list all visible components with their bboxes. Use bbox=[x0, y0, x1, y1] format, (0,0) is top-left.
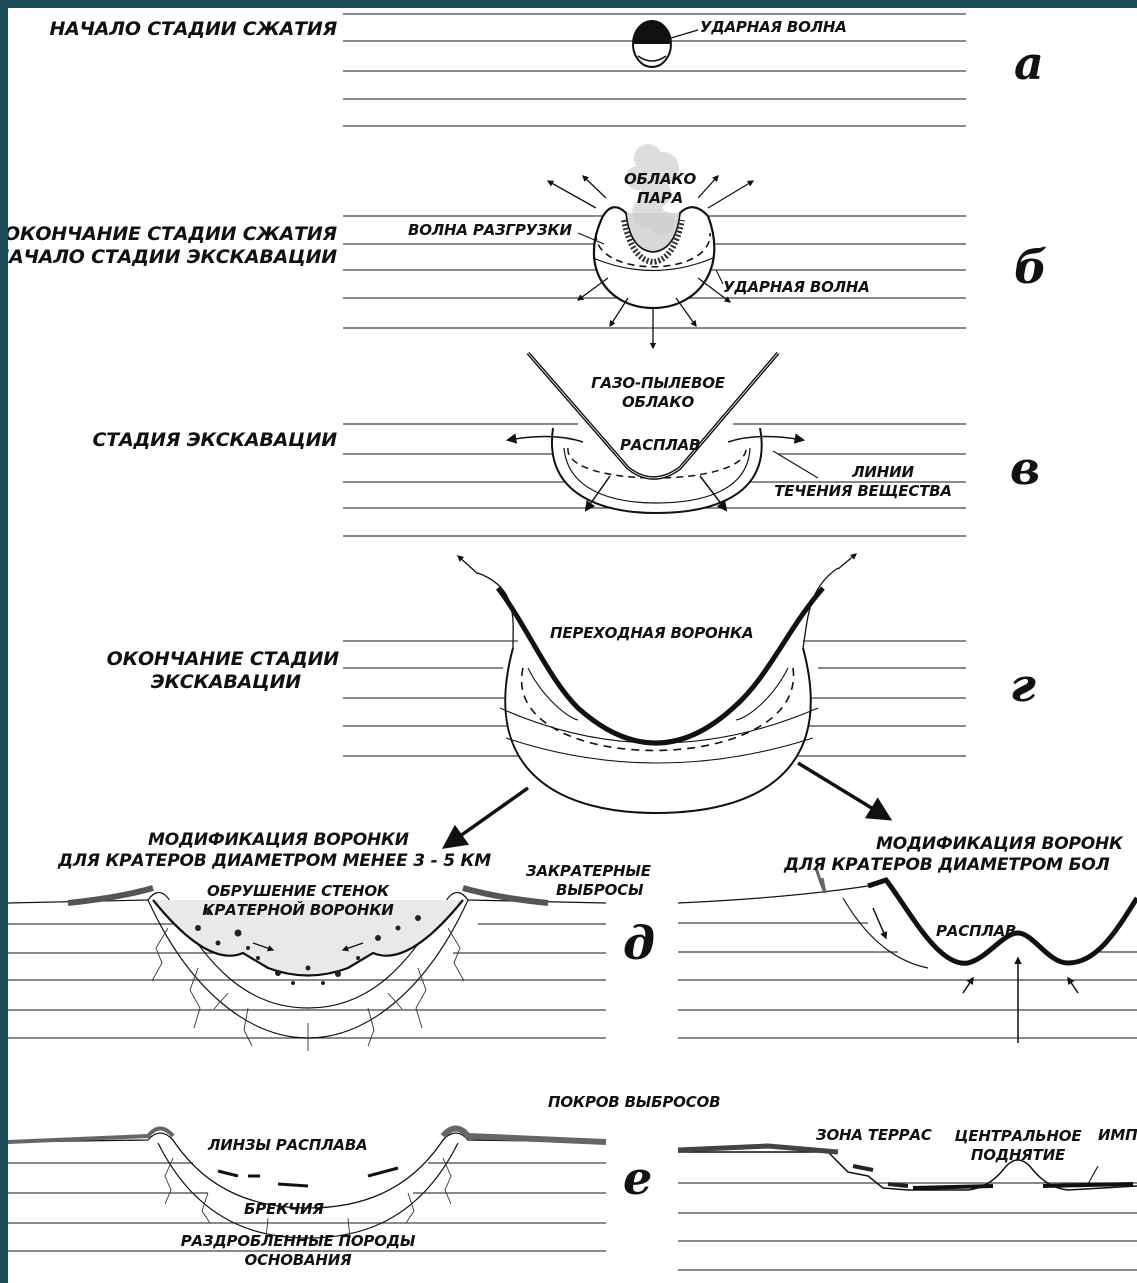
diagram-sheet: НАЧАЛО СТАДИИ СЖАТИЯ УДАРНАЯ ВОЛНА а ОКО… bbox=[8, 8, 1137, 1283]
stage-a-shock-leader bbox=[671, 30, 698, 38]
stage-g-title-line2: ЭКСКАВАЦИИ bbox=[107, 671, 339, 694]
stage-d-mod-large-label: МОДИФИКАЦИЯ ВОРОНК ДЛЯ КРАТЕРОВ ДИАМЕТРО… bbox=[784, 834, 1123, 876]
stage-b-shock-leader bbox=[716, 270, 723, 284]
stage-v-flow-lines-label: ЛИНИИ ТЕЧЕНИЯ ВЕЩЕСТВА bbox=[768, 463, 958, 501]
stage-d-mod-small-label: МОДИФИКАЦИЯ ВОРОНКИ ДЛЯ КРАТЕРОВ ДИАМЕТР… bbox=[58, 830, 518, 872]
stage-e-basement-label: РАЗДРОБЛЕННЫЕ ПОРОДЫ ОСНОВАНИЯ bbox=[168, 1232, 428, 1270]
stage-d-letter: д bbox=[623, 916, 655, 970]
stage-g-arrows bbox=[458, 554, 856, 574]
stage-d-mod-small-line1: МОДИФИКАЦИЯ ВОРОНКИ bbox=[58, 830, 518, 851]
stage-a-shock-wave-label: УДАРНАЯ ВОЛНА bbox=[700, 18, 847, 37]
stage-e-terrace-zone-label: ЗОНА ТЕРРАС bbox=[816, 1126, 932, 1145]
stage-d-ejecta-line1: ЗАКРАТЕРНЫЕ bbox=[526, 862, 651, 881]
stage-b-letter: б bbox=[1014, 240, 1047, 294]
stage-d-melt-label: РАСПЛАВ bbox=[936, 922, 1016, 941]
crater-formation-diagram bbox=[8, 8, 1137, 1283]
stage-g-transient-crater-label: ПЕРЕХОДНАЯ ВОРОНКА bbox=[550, 624, 753, 643]
stage-b-vapor-cloud-line1: ОБЛАКО bbox=[620, 170, 700, 189]
stage-b-vapor-cloud-label: ОБЛАКО ПАРА bbox=[620, 170, 700, 208]
stage-v-flow-lines-line1: ЛИНИИ bbox=[768, 463, 958, 482]
stage-a-letter: а bbox=[1014, 36, 1044, 90]
stage-e-basement-line2: ОСНОВАНИЯ bbox=[168, 1251, 428, 1270]
stage-e-letter: е bbox=[623, 1151, 652, 1205]
stage-e-central-uplift-line1: ЦЕНТРАЛЬНОЕ bbox=[948, 1127, 1088, 1146]
stage-e-left-melt-lenses bbox=[218, 1168, 398, 1186]
stage-e-central-uplift-line2: ПОДНЯТИЕ bbox=[948, 1146, 1088, 1165]
stage-d-right-strata bbox=[678, 923, 1137, 1038]
stage-d-mod-large-line2: ДЛЯ КРАТЕРОВ ДИАМЕТРОМ БОЛ bbox=[784, 855, 1123, 876]
stage-d-right-crater bbox=[678, 868, 1137, 968]
stage-v-flow-lines-line2: ТЕЧЕНИЯ ВЕЩЕСТВА bbox=[768, 482, 958, 501]
stage-v-dust-cloud-label: ГАЗО-ПЫЛЕВОЕ ОБЛАКО bbox=[578, 374, 738, 412]
stage-b-title-line2: НАЧАЛО СТАДИИ ЭКСКАВАЦИИ bbox=[8, 246, 337, 269]
stage-g-crater bbox=[478, 568, 838, 813]
stage-a-projectile bbox=[633, 21, 671, 67]
stage-e-basement-line1: РАЗДРОБЛЕННЫЕ ПОРОДЫ bbox=[168, 1232, 428, 1251]
stage-e-impact-partial-label: ИМП bbox=[1098, 1126, 1137, 1145]
stage-b-vapor-cloud-line2: ПАРА bbox=[620, 189, 700, 208]
stage-b-title-line1: ОКОНЧАНИЕ СТАДИИ СЖАТИЯ bbox=[8, 223, 337, 246]
stage-b-title: ОКОНЧАНИЕ СТАДИИ СЖАТИЯ НАЧАЛО СТАДИИ ЭК… bbox=[8, 223, 337, 269]
stage-d-ejecta-label: ЗАКРАТЕРНЫЕ ВЫБРОСЫ bbox=[526, 862, 651, 900]
stage-b-rarefaction-wave-label: ВОЛНА РАЗГРУЗКИ bbox=[408, 221, 572, 240]
stage-e-breccia-label: БРЕКЧИЯ bbox=[244, 1200, 324, 1219]
stage-d-ejecta-line2: ВЫБРОСЫ bbox=[526, 881, 651, 900]
stage-g-letter: г bbox=[1010, 658, 1036, 712]
stage-v-title: СТАДИЯ ЭКСКАВАЦИИ bbox=[92, 429, 337, 452]
stage-g-title-line1: ОКОНЧАНИЕ СТАДИИ bbox=[107, 648, 339, 671]
stage-b-shock-wave-label: УДАРНАЯ ВОЛНА bbox=[723, 278, 870, 297]
stage-d-mod-small-line2: ДЛЯ КРАТЕРОВ ДИАМЕТРОМ МЕНЕЕ 3 - 5 КМ bbox=[58, 851, 518, 872]
stage-v-dust-cloud-line1: ГАЗО-ПЫЛЕВОЕ bbox=[578, 374, 738, 393]
stage-v-dust-cloud-line2: ОБЛАКО bbox=[578, 393, 738, 412]
stage-g-title: ОКОНЧАНИЕ СТАДИИ ЭКСКАВАЦИИ bbox=[107, 648, 339, 694]
stage-e-left-fractures bbox=[165, 1158, 451, 1238]
stage-d-mod-large-line1: МОДИФИКАЦИЯ ВОРОНК bbox=[784, 834, 1123, 855]
stage-v-letter: в bbox=[1010, 441, 1040, 495]
stage-e-ejecta-blanket-label: ПОКРОВ ВЫБРОСОВ bbox=[548, 1093, 720, 1112]
stage-d-collapse-label: ОБРУШЕНИЕ СТЕНОК КРАТЕРНОЙ ВОРОНКИ bbox=[198, 882, 398, 920]
stage-a-title: НАЧАЛО СТАДИИ СЖАТИЯ bbox=[49, 18, 337, 41]
stage-e-central-uplift-label: ЦЕНТРАЛЬНОЕ ПОДНЯТИЕ bbox=[948, 1127, 1088, 1165]
stage-v-melt-label: РАСПЛАВ bbox=[620, 436, 700, 455]
stage-d-collapse-line1: ОБРУШЕНИЕ СТЕНОК bbox=[198, 882, 398, 901]
stage-e-melt-lenses-label: ЛИНЗЫ РАСПЛАВА bbox=[208, 1136, 367, 1155]
stage-e-right-strata bbox=[678, 1183, 1137, 1270]
stage-d-collapse-line2: КРАТЕРНОЙ ВОРОНКИ bbox=[198, 901, 398, 920]
